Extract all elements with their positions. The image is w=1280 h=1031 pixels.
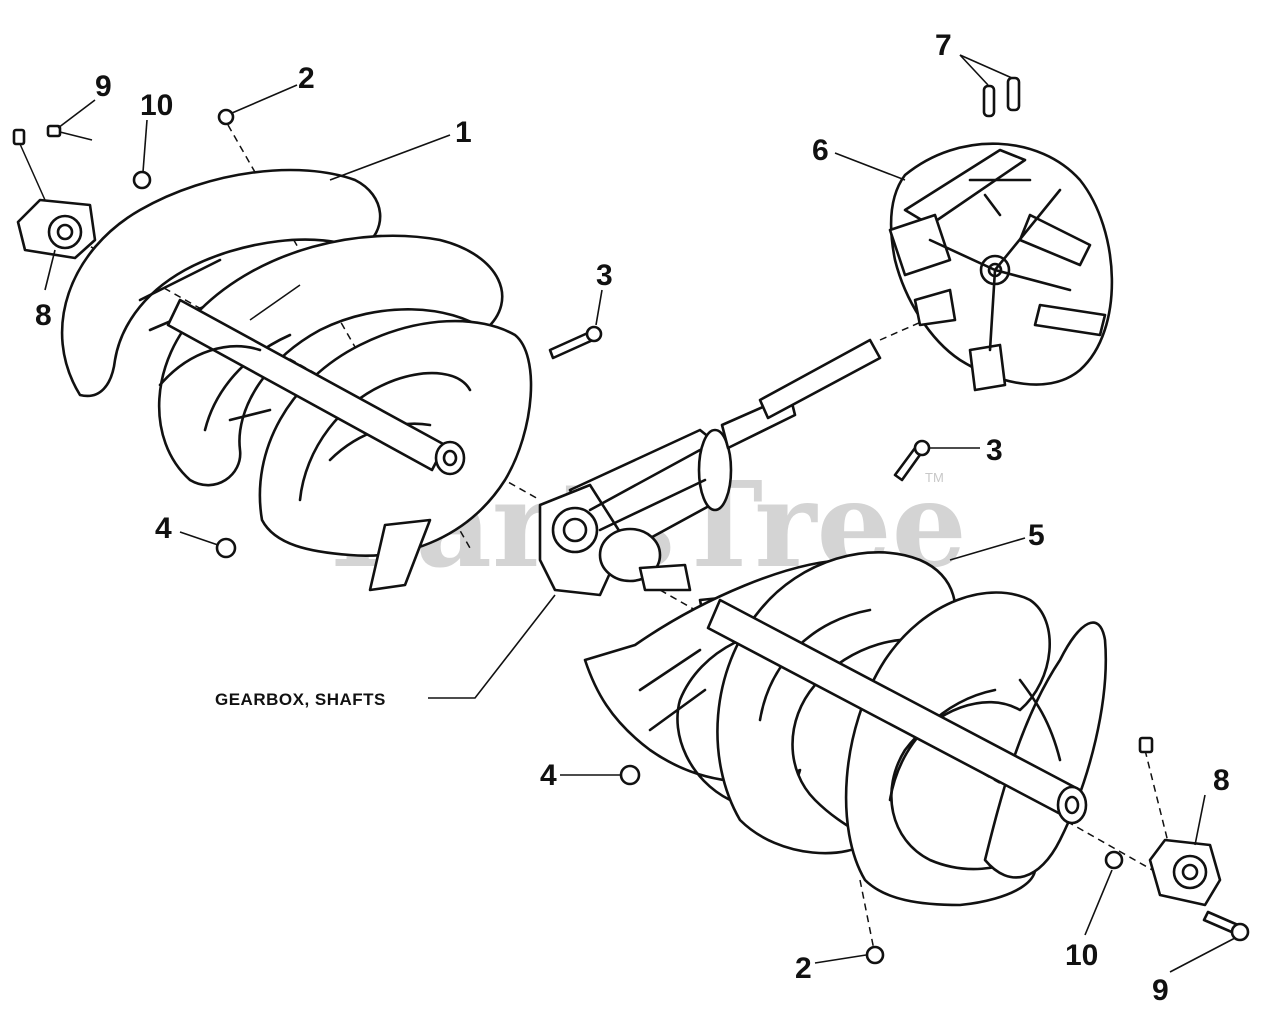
nut-4-left xyxy=(215,537,237,559)
callout-10-left: 10 xyxy=(140,89,173,122)
callout-7: 7 xyxy=(935,29,952,62)
nut-4-right xyxy=(619,764,641,786)
callout-6: 6 xyxy=(812,134,829,167)
nut-2-top xyxy=(217,108,235,126)
nut-2-bottom xyxy=(865,945,885,965)
callout-3-right: 3 xyxy=(986,434,1003,467)
callout-labels: 9 10 2 1 3 8 4 6 7 3 5 GEARBOX, SHAFTS 4… xyxy=(35,29,1230,1007)
callout-gearbox-shafts: GEARBOX, SHAFTS xyxy=(215,690,386,709)
callout-10-right: 10 xyxy=(1065,939,1098,972)
callout-4-left: 4 xyxy=(155,512,172,545)
callout-1: 1 xyxy=(455,116,472,149)
right-auger-part-5 xyxy=(583,551,1108,907)
callout-9-left: 9 xyxy=(95,70,112,103)
shear-pins-part-7 xyxy=(982,76,1021,118)
left-auger-part-1 xyxy=(60,168,533,592)
callout-5: 5 xyxy=(1028,519,1045,552)
callout-2-top: 2 xyxy=(298,62,315,95)
bearing-flange-right-part-8 xyxy=(1148,838,1222,907)
callout-3-left: 3 xyxy=(596,259,613,292)
bearing-flange-left-part-8 xyxy=(16,198,97,260)
callout-2-bottom: 2 xyxy=(795,952,812,985)
bolt-9-left xyxy=(46,124,62,138)
nut-10-right xyxy=(1104,850,1124,870)
nut-10-left xyxy=(132,170,152,190)
impeller-part-6 xyxy=(888,142,1114,392)
gearbox-and-shafts xyxy=(538,338,882,627)
callout-4-right: 4 xyxy=(540,759,557,792)
watermark-tm: TM xyxy=(925,470,944,485)
callout-9-right: 9 xyxy=(1152,974,1169,1007)
leader-lines xyxy=(44,54,1236,973)
callout-8-right: 8 xyxy=(1213,764,1230,797)
hardware xyxy=(12,108,1250,965)
callout-8-left: 8 xyxy=(35,299,52,332)
